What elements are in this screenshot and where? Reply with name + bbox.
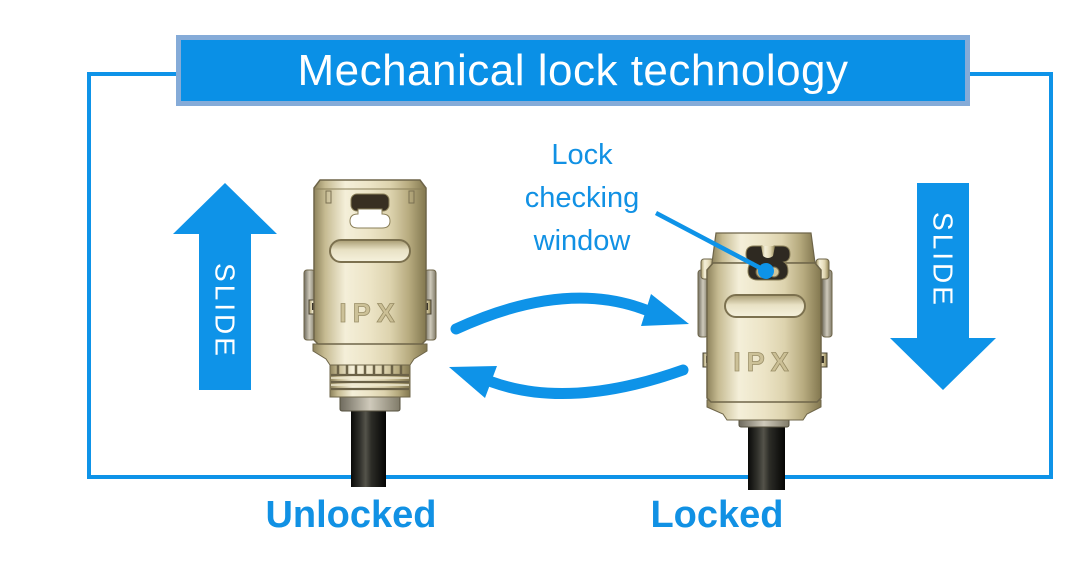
embossed-brand-text: IPX	[733, 347, 795, 377]
callout-dot	[758, 263, 774, 279]
swap-arrows-icon	[449, 292, 689, 400]
lock-checking-window-annotation: Lock checking window	[524, 139, 640, 257]
embossed-brand-text: IPX	[339, 298, 401, 328]
keyhole-cutout-unlocked	[349, 193, 391, 229]
shell-notch-left	[325, 190, 332, 204]
callout-leader	[654, 211, 774, 279]
shell-notch-right	[408, 190, 415, 204]
slide-up-arrow-icon: SLIDE	[173, 183, 277, 390]
title-banner: Mechanical lock technology	[176, 35, 970, 106]
page-title: Mechanical lock technology	[297, 45, 849, 95]
cable	[748, 424, 785, 490]
stadium-slot	[329, 239, 411, 263]
side-rail-right	[821, 269, 833, 338]
cable	[351, 406, 386, 487]
unlocked-connector-illustration: IPX	[303, 179, 437, 487]
locked-label: Locked	[650, 494, 784, 536]
lock-tab	[761, 246, 775, 258]
shell-taper	[312, 343, 428, 366]
unlocked-label: Unlocked	[265, 494, 437, 536]
slide-label: SLIDE	[928, 212, 959, 308]
stadium-slot	[724, 294, 806, 318]
callout-line	[654, 211, 768, 273]
strain-relief	[329, 363, 411, 398]
slide-label: SLIDE	[210, 263, 241, 359]
slide-down-arrow-icon: SLIDE	[890, 183, 996, 390]
shell-taper	[706, 399, 822, 421]
locked-connector-illustration: IPX	[697, 232, 833, 490]
